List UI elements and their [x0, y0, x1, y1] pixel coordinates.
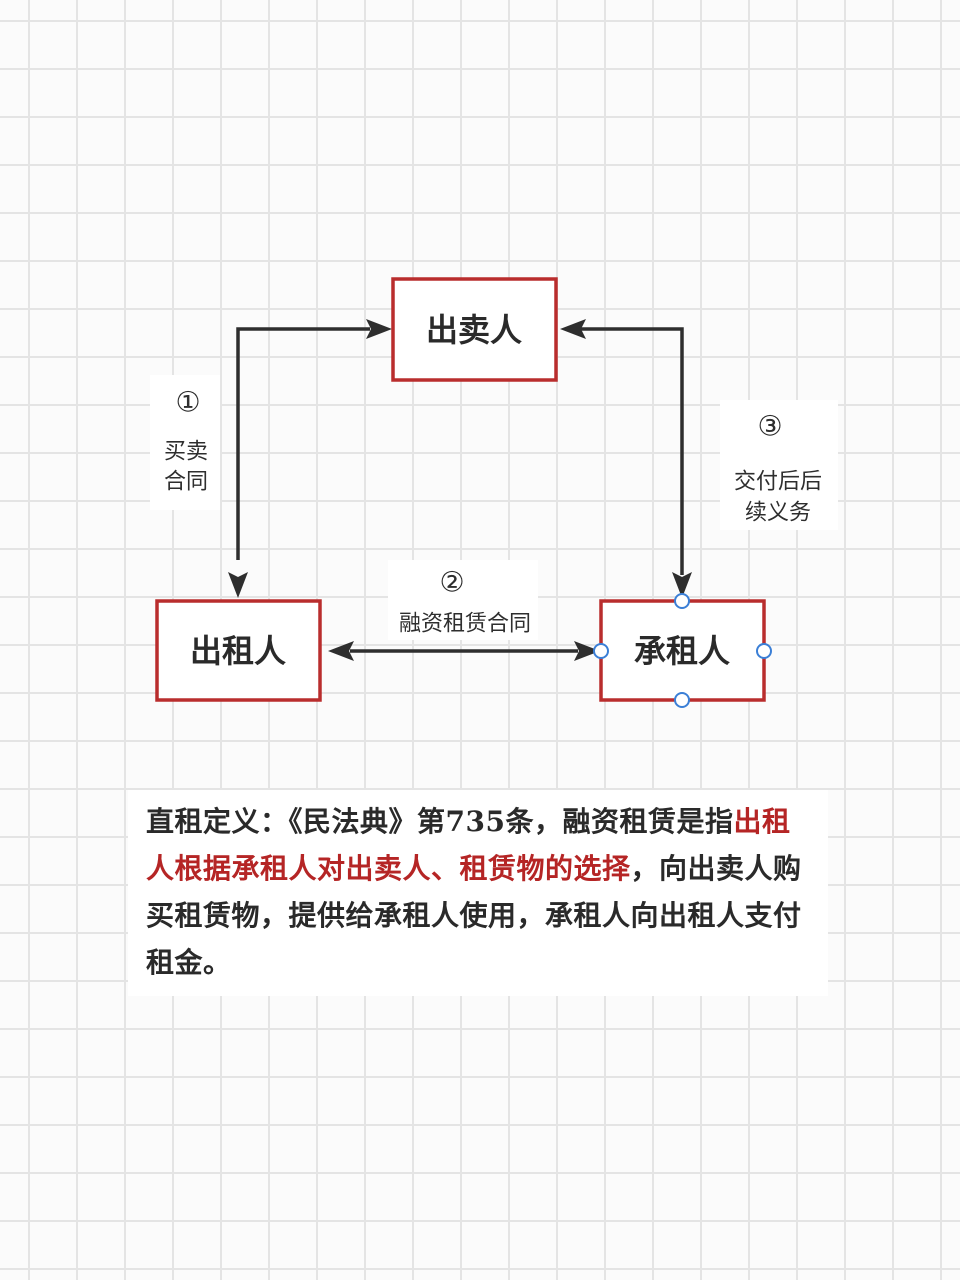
edge-2-number: ②: [439, 566, 464, 599]
arrow-line-1: [236, 327, 370, 560]
node-lessor-box: [155, 599, 322, 702]
edge-finance-lease-contract: [328, 641, 600, 661]
edge-2-label: 融资租赁合同: [399, 612, 531, 637]
definition-paragraph: 直租定义：《民法典》第735条，融资租赁是指出租人根据承租人对出卖人、租赁物的选…: [128, 790, 828, 996]
node-lessee-box: [599, 599, 766, 702]
node-lessee[interactable]: 承租人: [599, 599, 766, 702]
edge-label-bg-2: [388, 560, 538, 640]
arrowhead-lessee-left: [574, 641, 600, 661]
arrowhead-seller-left: [366, 319, 392, 339]
edge-3-label-line1: 交付后后: [734, 470, 822, 495]
edge-label-bg-1: [150, 375, 220, 510]
edge-sale-contract: [228, 319, 392, 598]
resize-handle-left[interactable]: [593, 643, 609, 659]
node-seller[interactable]: 出卖人: [391, 277, 558, 382]
edge-follow-up-obligations: [560, 319, 692, 598]
edge-label-bg-3: [720, 400, 838, 530]
node-lessee-label: 承租人: [634, 632, 730, 670]
arrowhead-lessee-top: [672, 572, 692, 598]
node-lessor[interactable]: 出租人: [155, 599, 322, 702]
definition-text-part2: ，向出卖人购买租赁物，提供给承租人使用，承租人向出租人支付租金。: [146, 852, 802, 979]
edge-3-number: ③: [757, 410, 782, 443]
edge-3-label-line2: 续义务: [745, 501, 811, 526]
definition-highlight: 出租人根据承租人对出卖人、租赁物的选择: [146, 805, 791, 885]
node-seller-label: 出卖人: [426, 311, 522, 349]
resize-handle-top[interactable]: [674, 593, 690, 609]
arrowhead-seller-right: [560, 319, 586, 339]
edge-1-number: ①: [175, 386, 200, 419]
node-seller-box: [391, 277, 558, 382]
arrowhead-lessor-top: [228, 572, 248, 598]
node-lessor-label: 出租人: [190, 632, 286, 670]
definition-text-part1: 直租定义：《民法典》第735条，融资租赁是指: [146, 805, 734, 838]
arrowhead-lessor-right: [328, 641, 354, 661]
resize-handle-bottom[interactable]: [674, 692, 690, 708]
arrow-line-3: [580, 327, 684, 575]
edge-1-label-line2: 合同: [164, 470, 208, 495]
resize-handle-right[interactable]: [756, 643, 772, 659]
edge-1-label-line1: 买卖: [164, 440, 208, 465]
